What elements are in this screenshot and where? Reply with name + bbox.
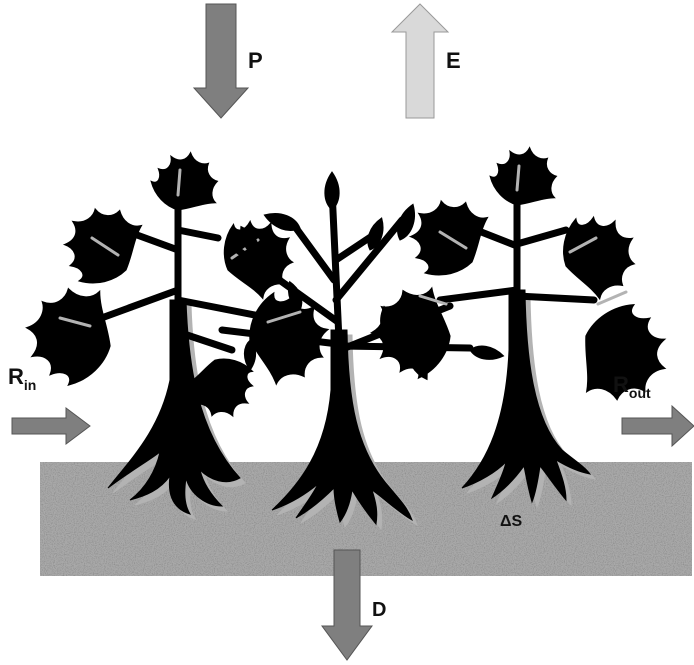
runoff-in-label: Rin — [8, 364, 36, 393]
storage-change-label: ΔS — [500, 513, 523, 530]
drainage-label: D — [372, 599, 386, 621]
runoff-in-label-sub: in — [24, 377, 36, 393]
tree-left — [27, 152, 340, 514]
evaporation-arrow — [392, 4, 448, 118]
runoff-out-label-main: R — [613, 372, 629, 397]
tree-right — [365, 147, 675, 502]
runoff-in-arrow — [12, 408, 90, 444]
precipitation-label: P — [248, 48, 263, 73]
runoff-out-arrow — [622, 406, 694, 446]
evaporation-label: E — [446, 48, 461, 73]
precipitation-arrow — [194, 4, 248, 118]
runoff-in-label-main: R — [8, 364, 24, 389]
runoff-out-label-sub: out — [629, 385, 651, 401]
